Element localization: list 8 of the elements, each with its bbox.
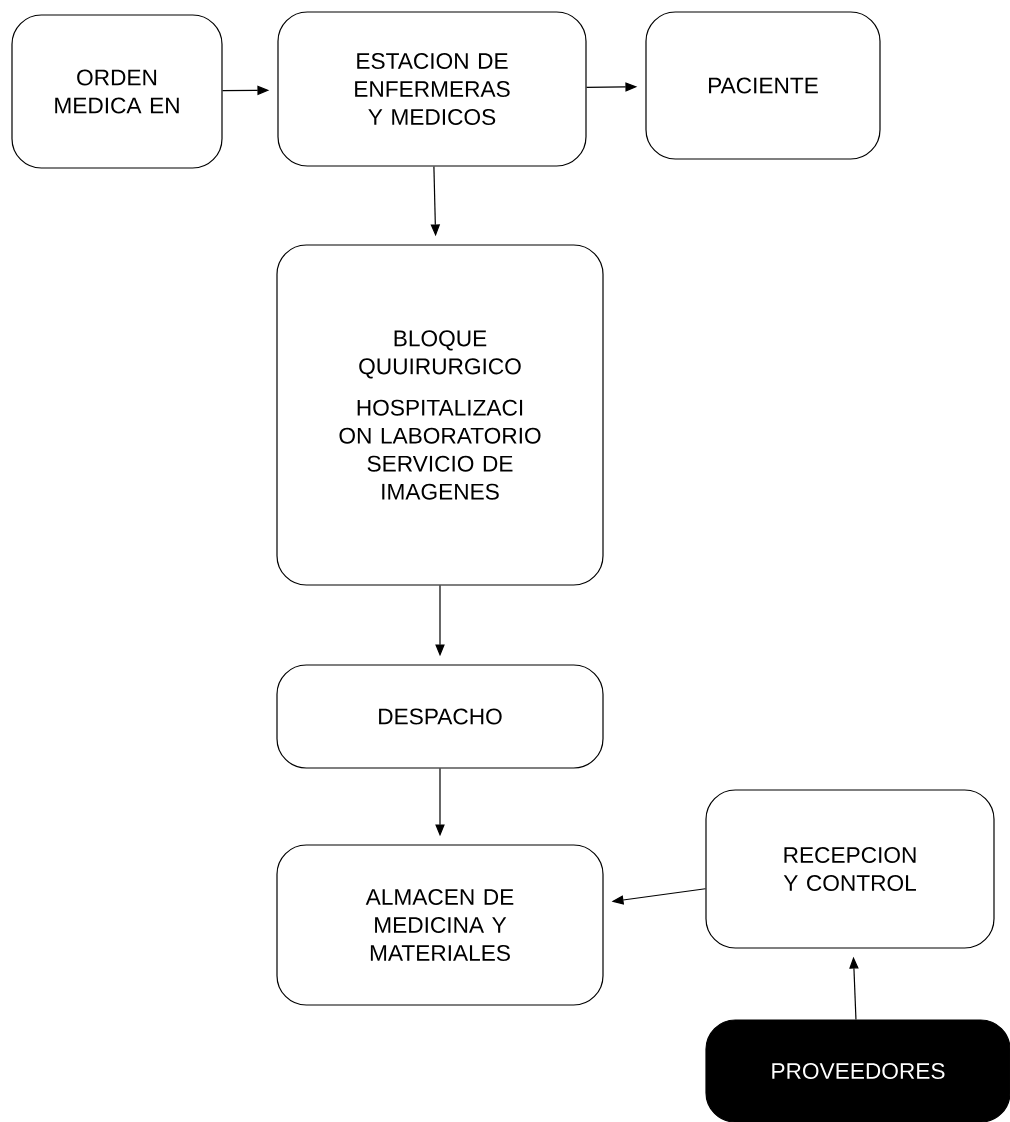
process-box: ESTACION DE ENFERMERAS Y MEDICOS	[277, 11, 587, 167]
process-box: BLOQUE QUUIRURGICO HOSPITALIZACI ON LABORATORIO SERVICIO DE IMAGENES	[276, 244, 604, 586]
process-box: ORDEN MEDICA EN	[11, 14, 223, 169]
process-box: PACIENTE	[645, 11, 881, 160]
process-box: RECEPCION Y CONTROL	[705, 789, 995, 949]
process-box: DESPACHO	[276, 664, 604, 769]
process-box: ALMACEN DE MEDICINA Y MATERIALES	[276, 844, 604, 1006]
process-box: PROVEEDORES	[705, 1019, 1010, 1122]
